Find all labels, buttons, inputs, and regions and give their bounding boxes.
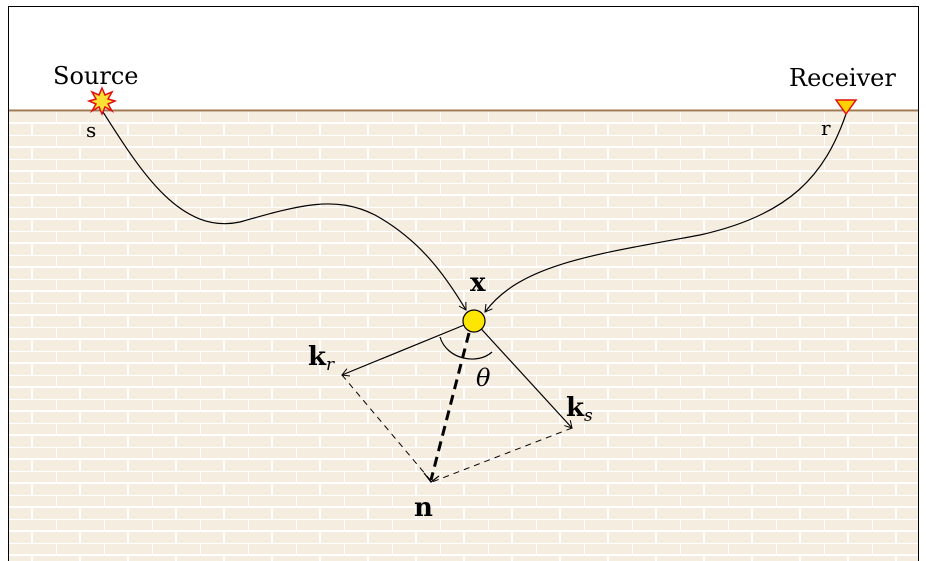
scatter-point-label-x: x	[470, 268, 486, 298]
kr-vector	[341, 320, 475, 377]
receiver-ray-path	[484, 113, 847, 313]
receiver-triangle-icon	[834, 99, 858, 116]
source-starburst-icon	[86, 86, 118, 116]
kr-construction-dashed	[341, 374, 433, 483]
subsurface-ground	[9, 111, 918, 561]
scatter-point-x	[462, 309, 486, 333]
ks-vector	[473, 320, 573, 429]
normal-arrowhead	[423, 472, 440, 483]
receiver-label: Receiver	[789, 64, 896, 92]
ks-construction-dashed	[431, 427, 573, 483]
source-ray-path	[102, 111, 467, 311]
theta-angle-arc	[439, 336, 493, 360]
source-label: Source	[53, 62, 138, 90]
source-point-label-s: s	[86, 118, 96, 142]
theta-label: θ	[476, 364, 491, 392]
ks-label: ks	[566, 393, 593, 426]
kr-label: kr	[308, 342, 335, 375]
receiver-point-label-r: r	[821, 116, 831, 140]
normal-label-n: n	[414, 493, 433, 523]
